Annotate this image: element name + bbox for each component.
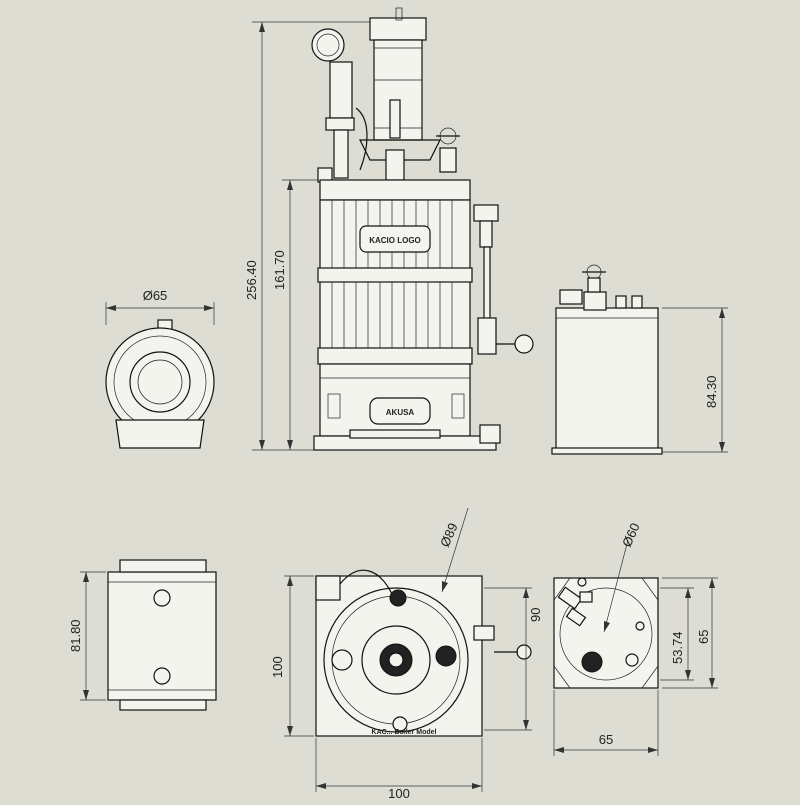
dim-height-tank-b: 65 [696,630,711,644]
badge-upper: KACIO LOGO [369,236,421,245]
dim-body-height: 161.70 [272,250,287,290]
dim-height-side: 81.80 [68,619,83,652]
dim-height-tank-a: 53.74 [670,631,685,664]
front-view: 256.40 161.70 [244,7,534,451]
right-view: 84.30 [551,264,728,455]
dim-width-tank: 65 [599,732,613,747]
left-view: Ø65 [105,288,215,449]
tank-top-view: Ø60 53.74 65 65 [553,521,718,756]
dim-diameter-top: Ø89 [437,521,461,550]
dim-diameter-tank: Ø60 [619,521,643,550]
top-view: KAC... Boiler Model Ø89 100 90 100 [270,507,543,801]
dim-width-top: 100 [388,786,410,800]
dim-height-top-left: 100 [270,656,285,678]
side-bottom-view: 81.80 [68,559,217,711]
dim-diameter-left: Ø65 [143,288,168,303]
plate-text: KAC... Boiler Model [372,729,437,736]
badge-lower: AKUSA [386,408,415,417]
dim-overall-height: 256.40 [244,260,259,300]
dim-height-right: 84.30 [704,375,719,408]
dim-height-top-right: 90 [528,608,543,622]
